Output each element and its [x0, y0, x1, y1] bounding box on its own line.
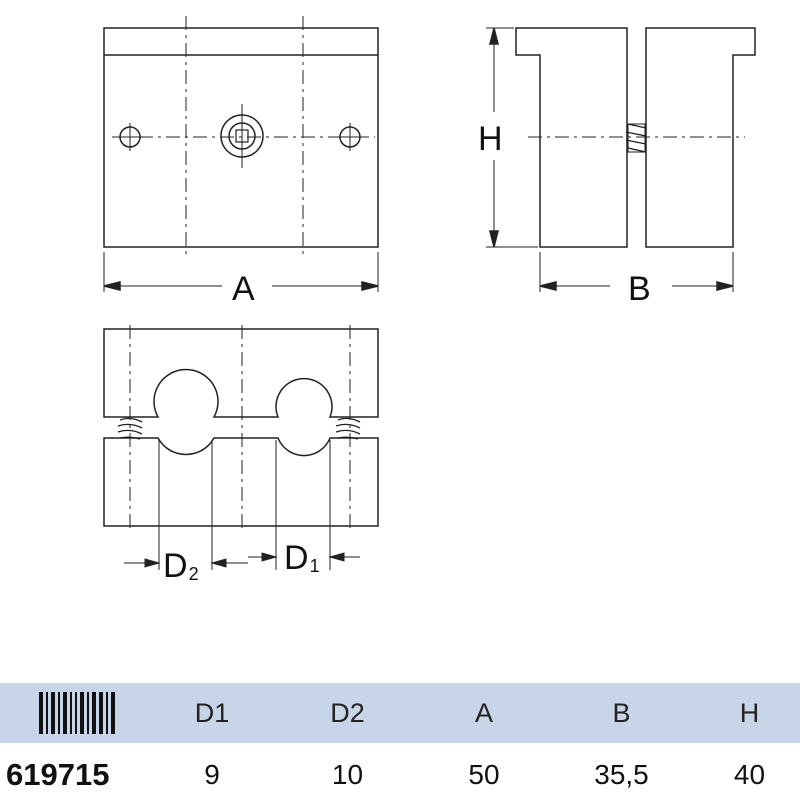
label-h: H — [478, 120, 503, 158]
barcode-icon — [38, 692, 115, 734]
technical-drawing: A B H D2 D1 — [103, 16, 756, 585]
header-h: H — [699, 683, 800, 745]
table-row: 619715 9 10 50 35,5 40 — [0, 743, 800, 802]
label-d1: D1 — [284, 539, 320, 577]
dimension-b — [539, 252, 734, 292]
header-b: B — [544, 683, 699, 745]
dimension-d — [124, 552, 360, 568]
table-header-row: D1 D2 A B H — [0, 683, 800, 745]
header-d2: D2 — [271, 683, 424, 745]
spec-table: D1 D2 A B H 619715 9 10 50 35,5 40 — [0, 683, 800, 802]
header-d1: D1 — [153, 683, 271, 745]
value-d2: 10 — [271, 743, 424, 802]
label-d2: D2 — [163, 547, 199, 585]
dimension-a — [103, 252, 379, 292]
label-b: B — [628, 270, 651, 308]
value-b: 35,5 — [544, 743, 699, 802]
header-a: A — [424, 683, 544, 745]
article-header — [0, 683, 153, 745]
article-number: 619715 — [0, 743, 153, 802]
top-view — [103, 325, 379, 570]
label-a: A — [232, 270, 255, 308]
value-d1: 9 — [153, 743, 271, 802]
dimension-h — [486, 27, 538, 248]
front-view — [103, 16, 379, 254]
value-a: 50 — [424, 743, 544, 802]
value-h: 40 — [699, 743, 800, 802]
side-view — [515, 27, 756, 248]
